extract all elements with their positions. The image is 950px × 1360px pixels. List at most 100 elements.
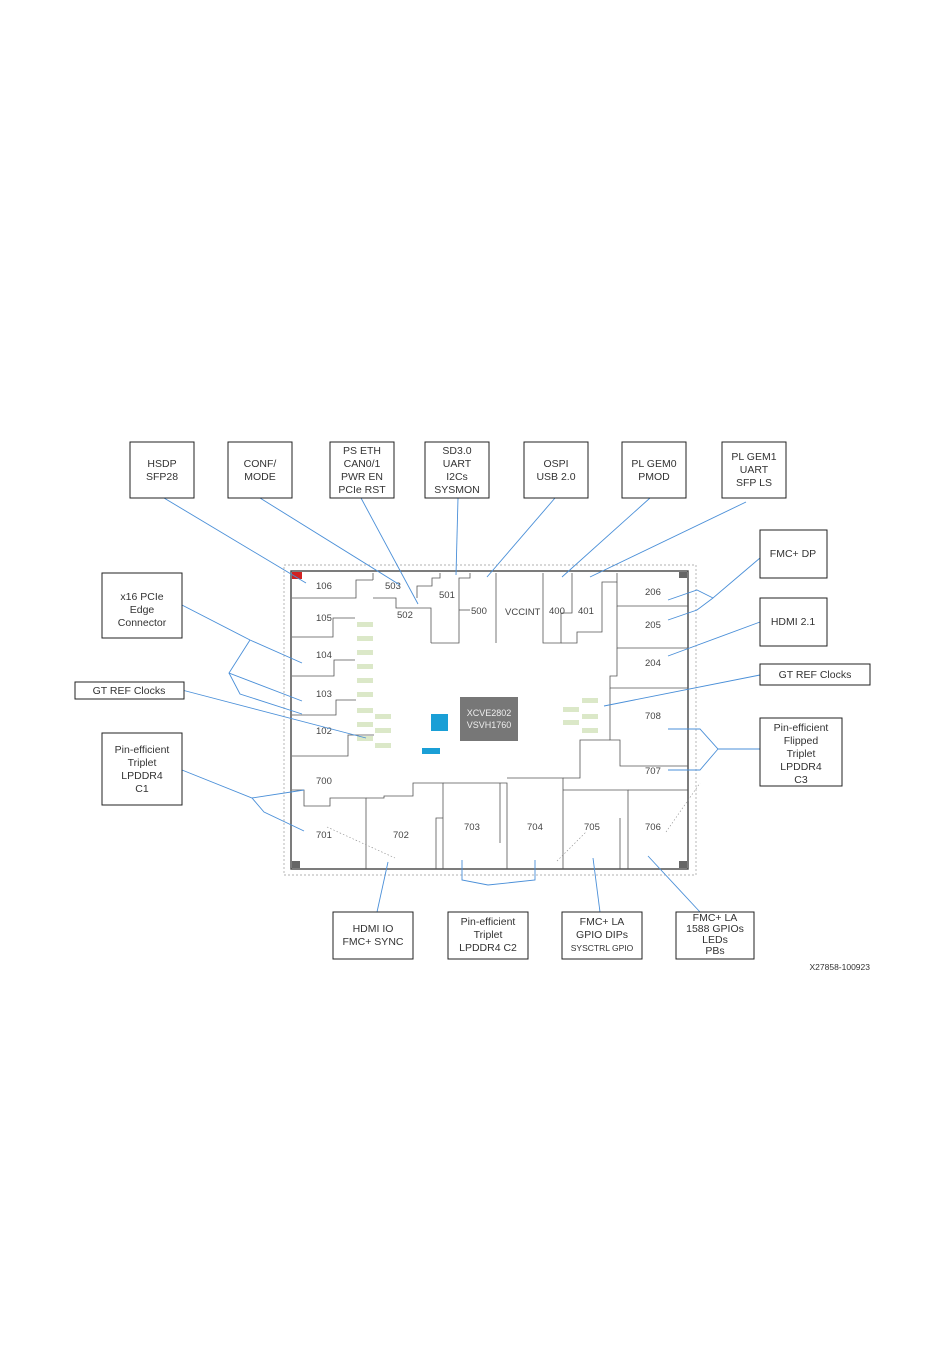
svg-text:GPIO DIPs: GPIO DIPs [576,929,628,941]
device-package: VSVH1760 [467,720,512,730]
svg-text:SFP LS: SFP LS [736,477,772,489]
bank-706: 706 [645,822,661,833]
bank-204: 204 [645,658,661,669]
device-block [460,697,518,741]
callout-gt-ref-right: GT REF Clocks [759,663,871,686]
svg-text:Triplet: Triplet [474,929,503,941]
bank-105: 105 [316,613,332,624]
svg-text:PL GEM1: PL GEM1 [731,451,776,463]
svg-text:Triplet: Triplet [128,757,157,769]
bank-501: 501 [439,590,455,601]
bank-702: 702 [393,830,409,841]
bank-701: 701 [316,830,332,841]
svg-text:MODE: MODE [244,471,276,483]
svg-text:HDMI IO: HDMI IO [353,923,394,935]
svg-text:Edge: Edge [130,604,155,616]
bank-205: 205 [645,620,661,631]
svg-text:LPDDR4 C2: LPDDR4 C2 [459,942,517,954]
dotted-guides [326,782,701,862]
corner-marker-br [679,861,687,868]
svg-text:FMC+ LA: FMC+ LA [580,916,625,928]
bank-104: 104 [316,650,332,661]
bank-704: 704 [527,822,543,833]
svg-text:UART: UART [443,458,472,470]
svg-text:CAN0/1: CAN0/1 [344,458,381,470]
svg-text:Connector: Connector [118,617,167,629]
callout-fmc-la-gpio: FMC+ LA GPIO DIPs SYSCTRL GPIO [561,911,643,960]
svg-text:FMC+ DP: FMC+ DP [770,548,816,560]
svg-text:Flipped: Flipped [784,735,819,747]
svg-text:C3: C3 [794,774,808,786]
bank-707: 707 [645,766,661,777]
callout-ps-eth: PS ETH CAN0/1 PWR EN PCIe RST [329,441,395,499]
svg-text:SYSCTRL GPIO: SYSCTRL GPIO [571,943,634,953]
svg-text:LPDDR4: LPDDR4 [780,761,822,773]
svg-text:GT REF Clocks: GT REF Clocks [93,685,166,697]
pin1-corner-marker [292,572,302,579]
svg-text:FMC+ LA: FMC+ LA [693,912,738,924]
svg-text:SYSMON: SYSMON [434,484,480,496]
callout-fmc-la-1588: FMC+ LA 1588 GPIOs LEDs PBs [675,911,755,960]
svg-text:PCIe RST: PCIe RST [338,484,386,496]
svg-text:I2Cs: I2Cs [446,471,468,483]
callout-ospi: OSPI USB 2.0 [523,441,589,499]
callout-gt-ref-left: GT REF Clocks [74,681,185,700]
svg-text:LEDs: LEDs [702,934,728,946]
callout-lpddr4-c3: Pin-efficient Flipped Triplet LPDDR4 C3 [759,717,843,787]
callout-sd3: SD3.0 UART I2Cs SYSMON [424,441,490,499]
connector-lines [163,497,761,913]
svg-text:SFP28: SFP28 [146,471,178,483]
svg-text:HSDP: HSDP [147,458,176,470]
bank-700: 700 [316,776,332,787]
svg-text:LPDDR4: LPDDR4 [121,770,163,782]
svg-text:HDMI 2.1: HDMI 2.1 [771,616,816,628]
svg-text:Triplet: Triplet [787,748,816,760]
svg-text:PWR EN: PWR EN [341,471,383,483]
blue-block-bar [422,748,440,754]
gt-ref-clock-tiles-right [563,698,598,733]
svg-text:C1: C1 [135,783,149,795]
corner-marker-bl [292,861,300,868]
bank-401: 401 [578,606,594,617]
bank-502: 502 [397,610,413,621]
svg-text:FMC+ SYNC: FMC+ SYNC [343,936,404,948]
callout-conf-mode: CONF/ MODE [227,441,293,499]
callout-lpddr4-c2: Pin-efficient Triplet LPDDR4 C2 [447,911,529,960]
svg-text:Pin-efficient: Pin-efficient [774,722,829,734]
svg-text:PL GEM0: PL GEM0 [631,458,676,470]
callout-pl-gem1: PL GEM1 UART SFP LS [721,441,787,499]
bank-703: 703 [464,822,480,833]
svg-text:UART: UART [740,464,769,476]
device-part-number: XCVE2802 [467,708,512,718]
bank-503: 503 [385,581,401,592]
callout-hsdp: HSDP SFP28 [129,441,195,499]
svg-text:1588 GPIOs: 1588 GPIOs [686,923,744,935]
svg-text:PMOD: PMOD [638,471,670,483]
bank-102: 102 [316,726,332,737]
bank-708: 708 [645,711,661,722]
figure-id: X27858-100923 [809,962,870,972]
svg-text:Pin-efficient: Pin-efficient [115,744,170,756]
bank-106: 106 [316,581,332,592]
svg-text:SD3.0: SD3.0 [442,445,471,457]
svg-text:Pin-efficient: Pin-efficient [461,916,516,928]
svg-text:USB 2.0: USB 2.0 [536,471,575,483]
svg-text:GT REF Clocks: GT REF Clocks [779,669,852,681]
svg-text:CONF/: CONF/ [244,458,277,470]
callout-lpddr4-c1: Pin-efficient Triplet LPDDR4 C1 [101,732,183,806]
bank-labels: 106 105 104 103 102 503 502 501 500 VCCI… [316,581,661,841]
package-dotted-outline [283,564,697,876]
bank-500: 500 [471,606,487,617]
bank-400: 400 [549,606,565,617]
corner-marker-tr [679,572,687,578]
callout-hdmi21: HDMI 2.1 [759,597,828,647]
svg-text:OSPI: OSPI [543,458,568,470]
callout-fmc-dp: FMC+ DP [759,529,828,579]
callout-pl-gem0: PL GEM0 PMOD [621,441,687,499]
gt-ref-clock-tiles-left [357,622,391,748]
svg-text:PBs: PBs [705,945,724,957]
callout-hdmi-io: HDMI IO FMC+ SYNC [332,911,414,960]
bank-705: 705 [584,822,600,833]
svg-text:x16 PCIe: x16 PCIe [120,591,163,603]
